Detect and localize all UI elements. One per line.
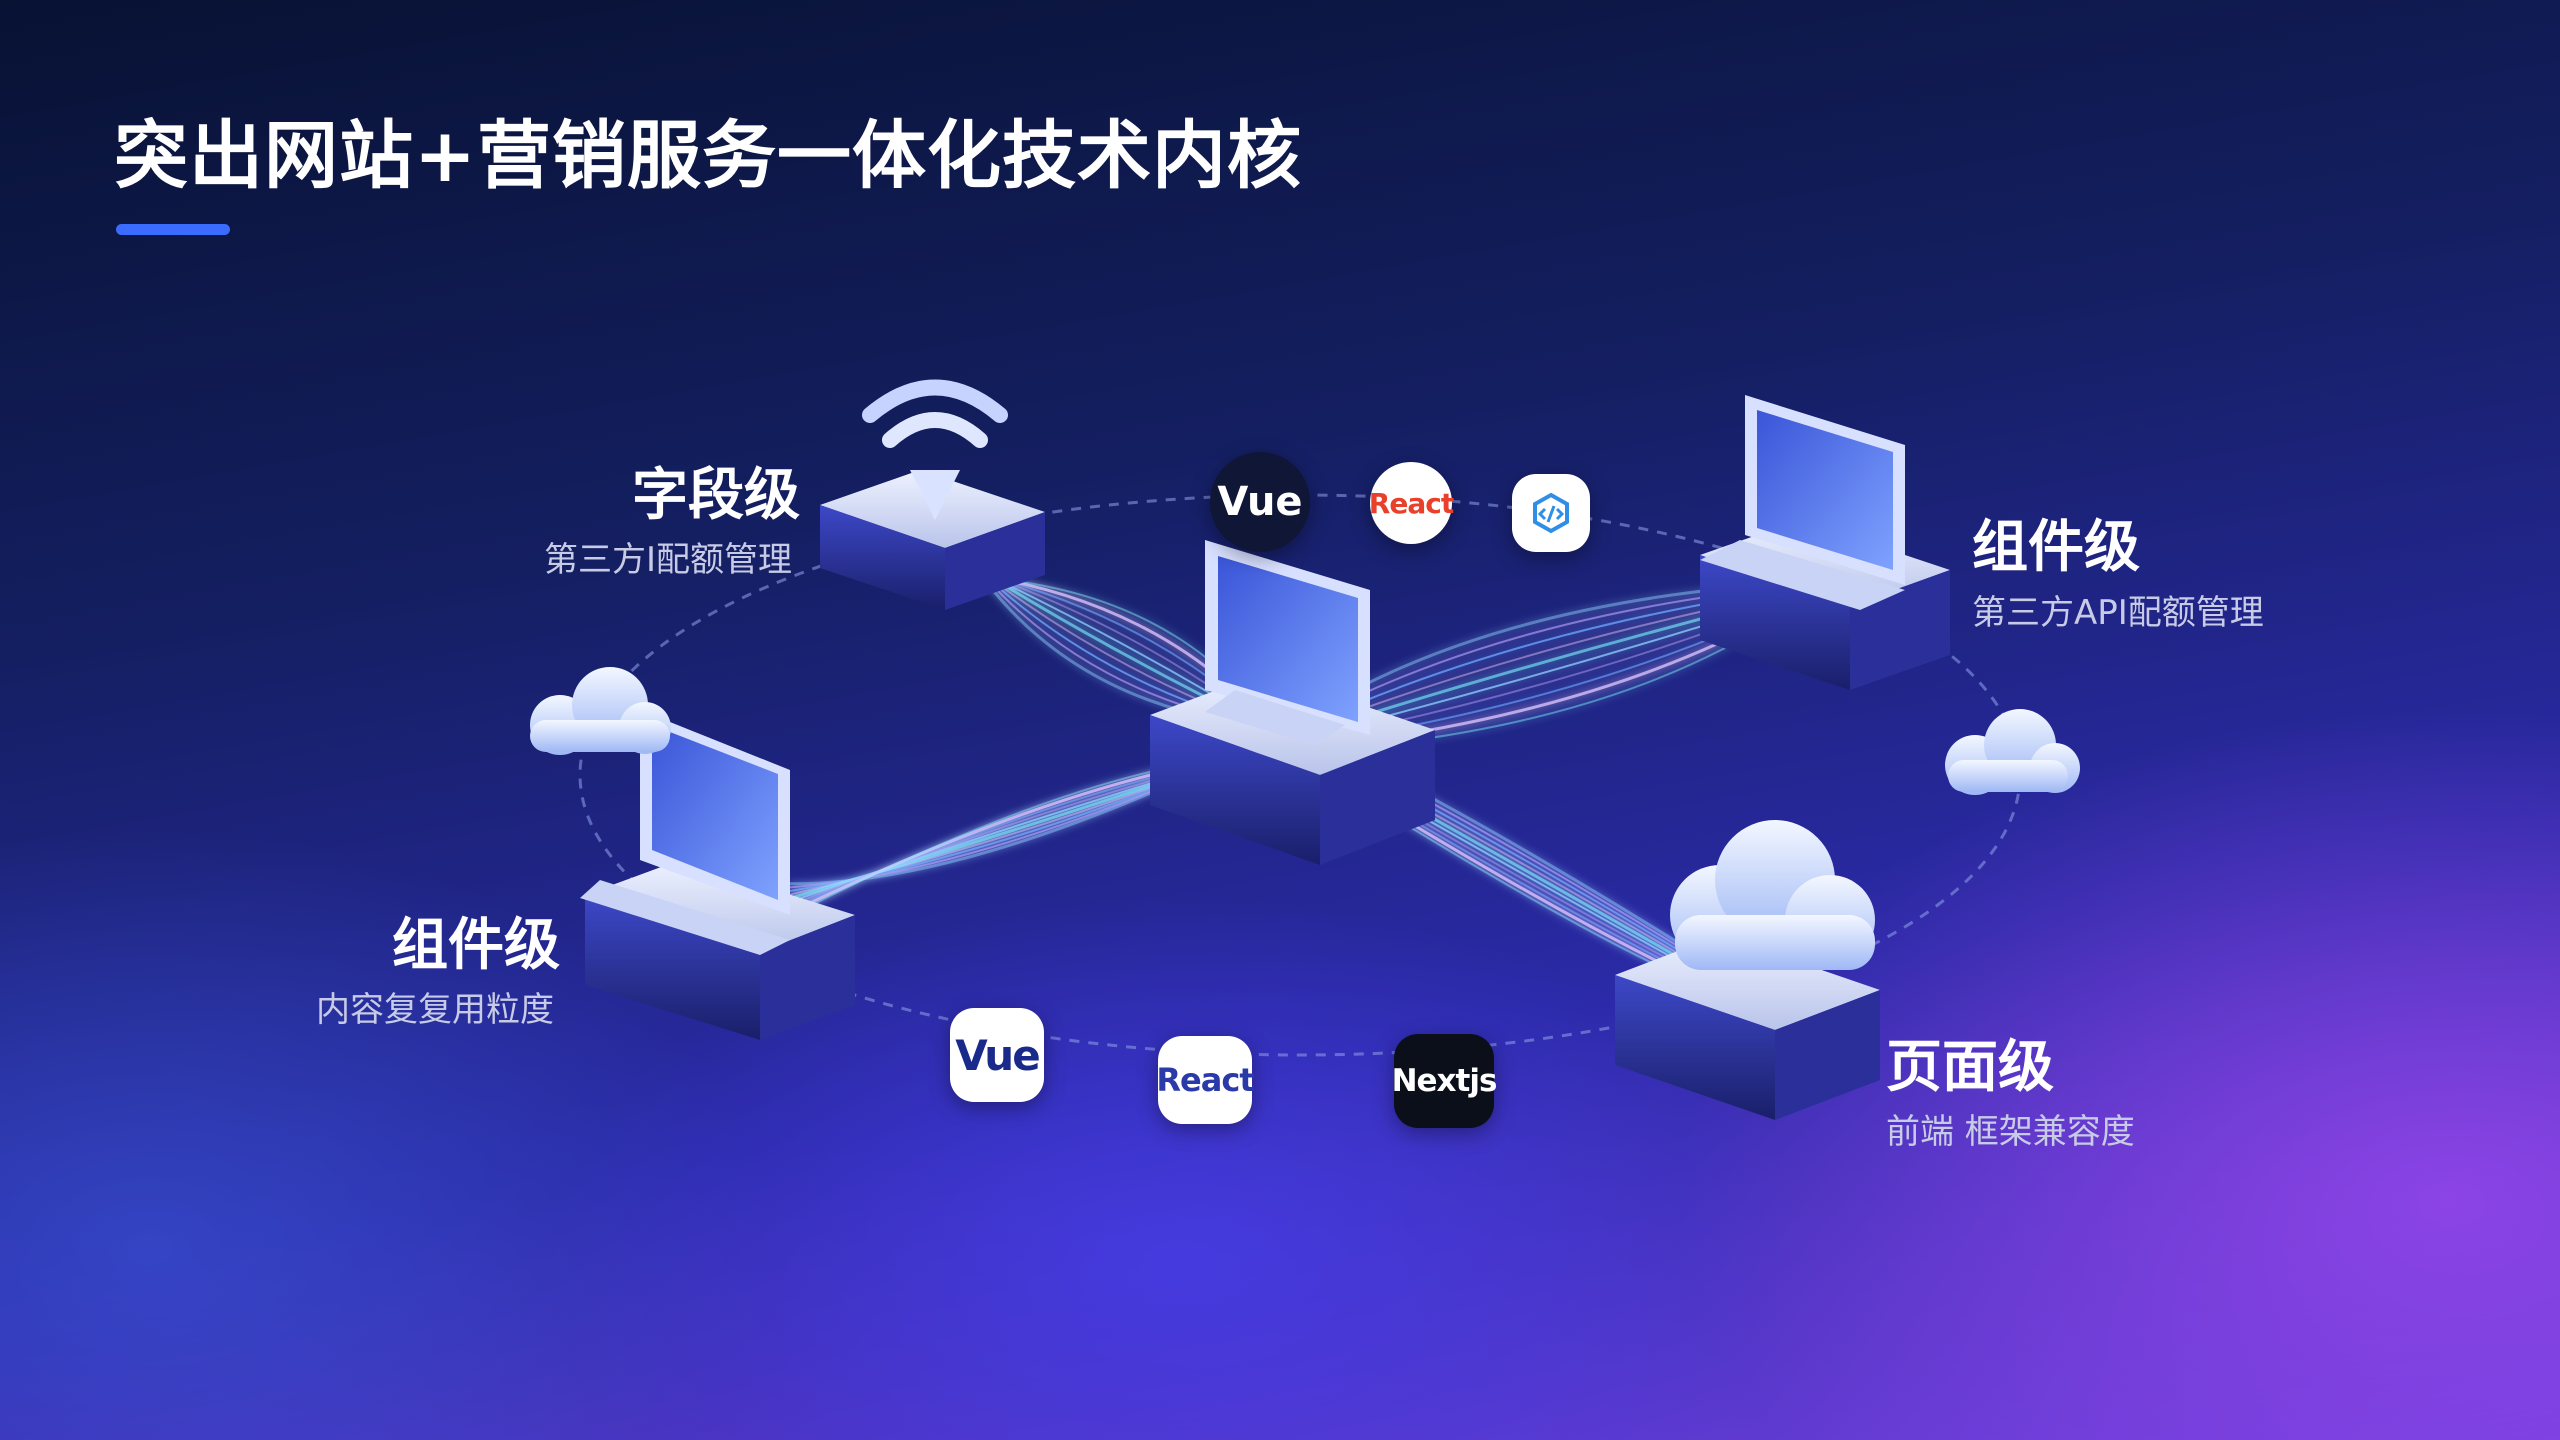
page-title: 突出网站+营销服务一体化技术内核 xyxy=(114,113,1303,199)
cloud-icon-right xyxy=(1945,709,2080,795)
label-component-right-subtitle: 第三方API配额管理 xyxy=(1972,593,2264,633)
vue-logo-top: Vue xyxy=(1210,452,1310,552)
label-component-left-title: 组件级 xyxy=(392,913,560,978)
label-page-level-title: 页面级 xyxy=(1886,1035,2054,1100)
page-cloud-icon xyxy=(1670,820,1875,970)
code-cube-icon xyxy=(1512,474,1590,552)
center-monitor-icon xyxy=(1205,540,1370,745)
label-field-level-title: 字段级 xyxy=(632,463,800,528)
label-component-right-title: 组件级 xyxy=(1972,515,2140,580)
vue-logo-bottom: Vue xyxy=(950,1008,1044,1102)
left-laptop-icon xyxy=(580,710,790,955)
title-underline xyxy=(116,224,230,235)
react-logo-top: React xyxy=(1369,462,1454,544)
nextjs-logo-bottom: Nextjs xyxy=(1392,1034,1497,1128)
right-laptop-icon xyxy=(1700,395,1905,610)
label-component-left-subtitle: 内容复复用粒度 xyxy=(316,990,554,1030)
react-logo-bottom: React xyxy=(1156,1036,1255,1124)
label-page-level-subtitle: 前端 框架兼容度 xyxy=(1886,1112,2135,1152)
platform-page xyxy=(1615,935,1880,1120)
cloud-icon-left xyxy=(530,667,671,755)
label-field-level-subtitle: 第三方I配额管理 xyxy=(544,540,793,580)
wifi-icon xyxy=(862,379,1008,520)
platform-left xyxy=(585,860,855,1040)
